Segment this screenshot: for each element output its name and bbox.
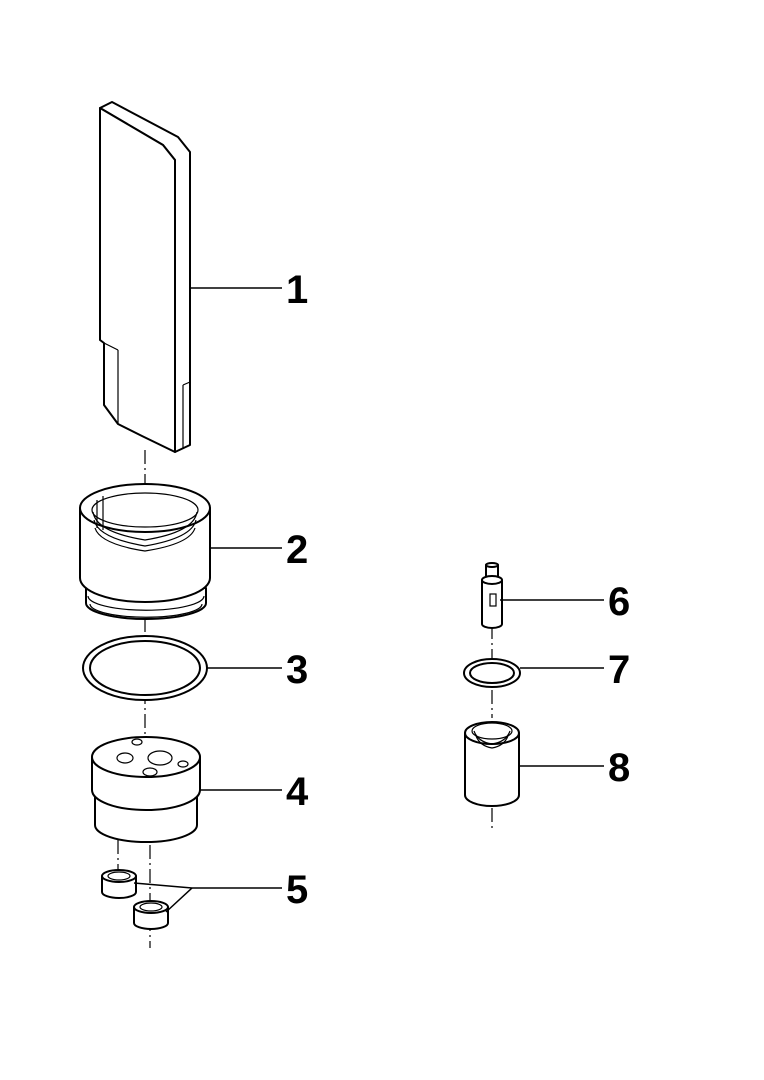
leader-5b bbox=[165, 887, 193, 913]
callout-7: 7 bbox=[608, 648, 630, 692]
callout-5: 5 bbox=[286, 868, 308, 912]
part-7-small-o-ring bbox=[463, 658, 521, 688]
part-3-o-ring bbox=[82, 635, 208, 701]
callout-6: 6 bbox=[608, 580, 630, 624]
part-5-seal-bushings bbox=[101, 869, 169, 930]
callout-4: 4 bbox=[286, 770, 309, 814]
callout-labels: 1 2 3 4 5 6 7 8 bbox=[286, 268, 630, 912]
part-2-threaded-cover bbox=[79, 483, 211, 620]
callout-3: 3 bbox=[286, 648, 308, 692]
callout-1: 1 bbox=[286, 268, 308, 312]
leader-5 bbox=[133, 882, 282, 889]
callout-2: 2 bbox=[286, 528, 308, 572]
part-8-housing-sleeve bbox=[464, 721, 520, 807]
part-6-spindle-pin bbox=[481, 562, 503, 629]
part-4-cartridge-body bbox=[91, 736, 201, 843]
part-1-handle-plate bbox=[99, 101, 191, 453]
leader-lines bbox=[133, 287, 604, 913]
callout-8: 8 bbox=[608, 746, 630, 790]
